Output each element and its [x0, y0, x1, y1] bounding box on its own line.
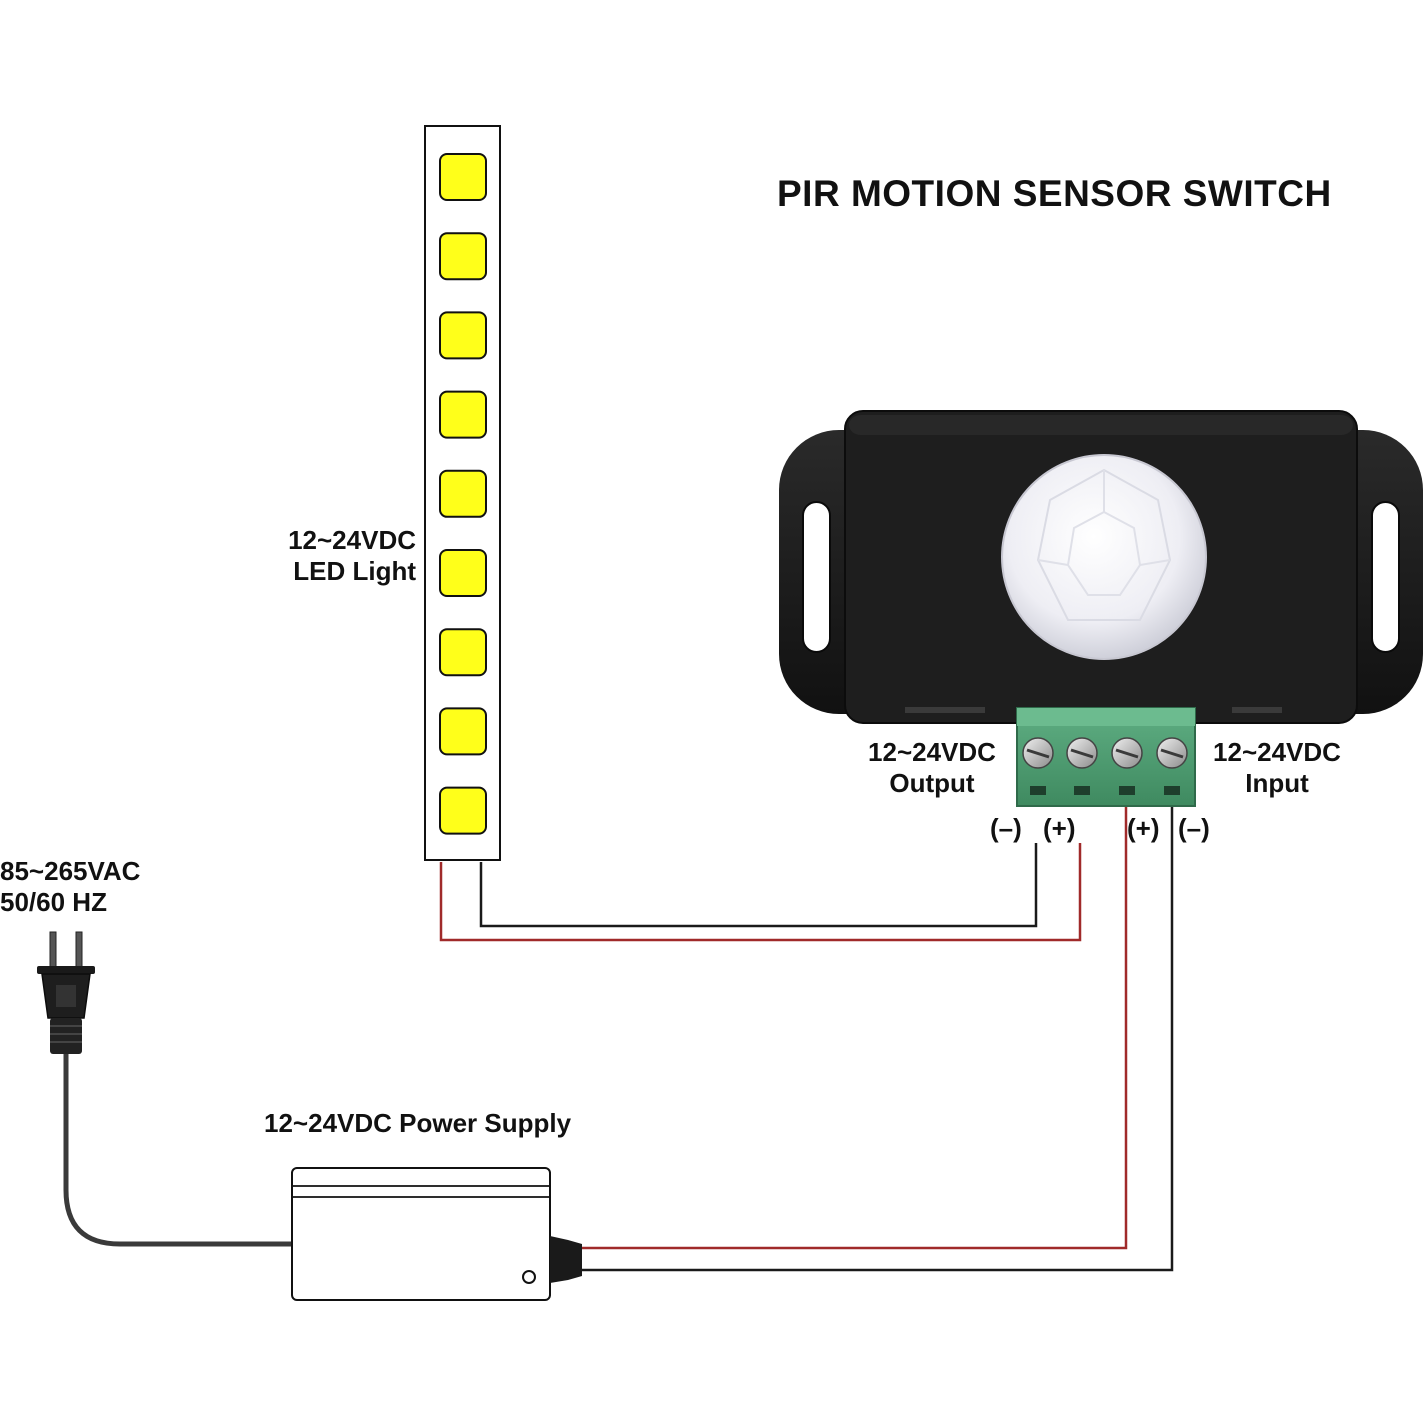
sensor-input-voltage: 12~24VDC	[1213, 737, 1341, 767]
led-chip	[439, 390, 487, 439]
led-chips	[439, 153, 487, 835]
pir-dome-icon	[1001, 454, 1207, 660]
terminal-wire-entry	[1164, 786, 1180, 795]
ac-input-frequency: 50/60 HZ	[0, 887, 107, 918]
terminal-wire-entry	[1119, 786, 1135, 795]
led-light-label: 12~24VDC LED Light	[268, 525, 416, 587]
power-led-indicator	[522, 1270, 536, 1284]
led-chip	[439, 311, 487, 360]
sensor-input-label: 12~24VDC Input	[1200, 737, 1354, 799]
terminal-screw-slot	[1160, 748, 1184, 759]
wire-supply-negative	[582, 806, 1174, 1272]
wires	[63, 806, 1174, 1272]
led-chip	[439, 469, 487, 518]
terminal-wire-entry	[1074, 786, 1090, 795]
power-supply-icon	[291, 1167, 582, 1301]
mounting-slot-right	[1371, 501, 1400, 653]
terminal-screw-slot	[1115, 748, 1139, 759]
terminal-input-negative-label: (–)	[1178, 813, 1210, 843]
terminal-input-positive-label: (+)	[1127, 813, 1160, 843]
housing-print-left	[905, 707, 985, 713]
sensor-input-name: Input	[1245, 768, 1309, 799]
led-chip	[439, 628, 487, 677]
wire-led-negative	[479, 843, 1038, 928]
led-light-voltage: 12~24VDC	[288, 525, 416, 555]
pir-sensor-module-icon	[779, 410, 1423, 724]
sensor-output-name: Output	[889, 768, 975, 799]
power-supply-label: 12~24VDC Power Supply	[264, 1108, 572, 1138]
led-chip	[439, 707, 487, 756]
mounting-slot-left	[802, 501, 831, 653]
terminal-wire-entry	[1030, 786, 1046, 795]
led-strip-icon	[424, 125, 501, 861]
terminal-screw-slot	[1070, 748, 1094, 759]
terminal-output-positive-label: (+)	[1043, 813, 1076, 843]
ac-input-voltage: 85~265VAC	[0, 856, 141, 886]
wire-led-positive	[439, 843, 1082, 942]
housing-print-right	[1232, 707, 1282, 713]
led-chip	[439, 786, 487, 835]
diagram-title: PIR MOTION SENSOR SWITCH	[777, 173, 1332, 214]
led-chip	[439, 153, 487, 201]
ac-plug-icon	[37, 931, 95, 1054]
sensor-output-label: 12~24VDC Output	[855, 737, 1009, 799]
terminal-output-negative-label: (–)	[990, 813, 1022, 843]
wire-supply-positive	[582, 806, 1128, 1250]
led-light-name: LED Light	[293, 556, 416, 587]
terminal-block-icon	[1016, 707, 1196, 807]
terminal-screws	[1022, 737, 1188, 795]
ac-input-label: 85~265VAC 50/60 HZ	[0, 856, 140, 918]
led-chip	[439, 549, 487, 597]
wire-ac-cord	[63, 1052, 294, 1247]
led-chip	[439, 232, 487, 281]
sensor-output-voltage: 12~24VDC	[868, 737, 996, 767]
terminal-screw-slot	[1026, 748, 1050, 759]
